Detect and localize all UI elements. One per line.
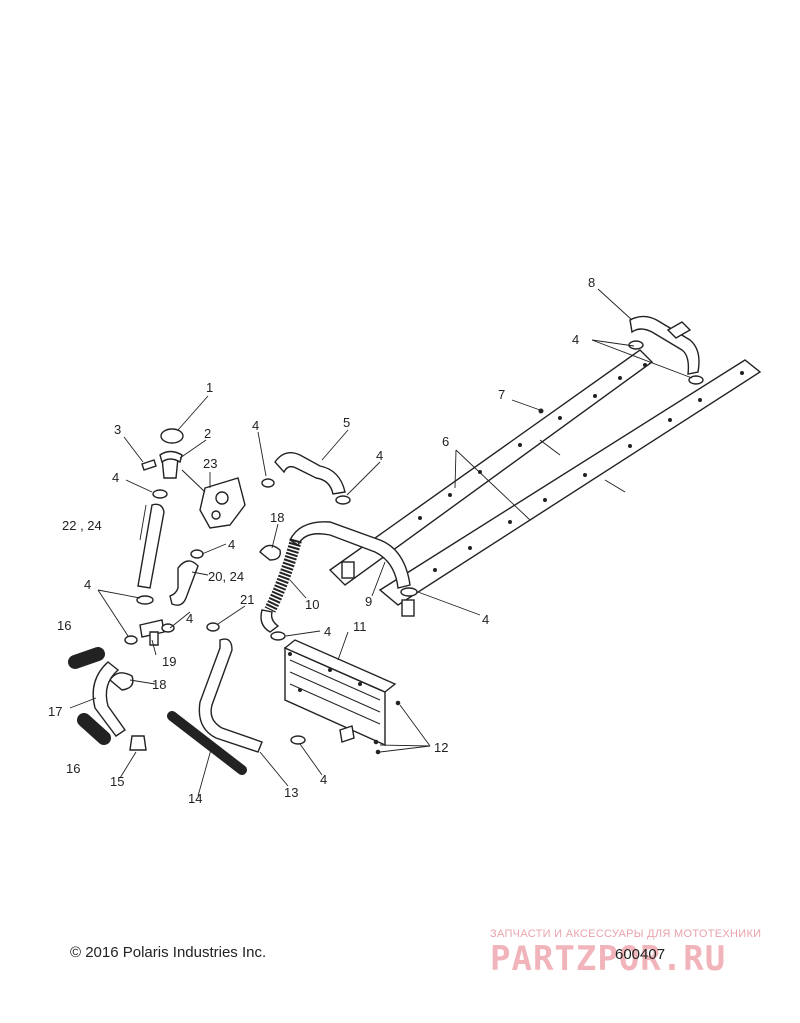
callout-4c: 4	[376, 448, 383, 463]
callout-23: 23	[203, 456, 217, 471]
callout-1: 1	[206, 380, 213, 395]
callout-4i: 4	[186, 611, 193, 626]
hose-8	[628, 315, 704, 385]
callout-13: 13	[284, 785, 298, 800]
callout-8: 8	[588, 275, 595, 290]
callout-15: 15	[110, 774, 124, 789]
watermark-logo-text: PARTZPOR.RU	[490, 940, 726, 976]
hose-17	[92, 661, 126, 737]
leader-lines	[69, 288, 693, 797]
watermark-logo: PARTZPOR.RU	[490, 940, 726, 976]
callout-4h: 4	[84, 577, 91, 592]
callout-labels: 1 2 3 4 23 4 5 4 8 4 7 6 4 9 10 18 4 20,…	[48, 275, 595, 806]
callout-4g: 4	[324, 624, 331, 639]
callout-14: 14	[188, 791, 202, 806]
callout-16b: 16	[66, 761, 80, 776]
copyright-notice: © 2016 Polaris Industries Inc.	[70, 944, 267, 961]
diagram-id: 600407	[615, 946, 666, 963]
callout-18b: 18	[152, 677, 166, 692]
callout-11: 11	[353, 619, 367, 634]
watermark-caption: ЗАПЧАСТИ И АКСЕССУАРЫ ДЛЯ МОТОТЕХНИКИ	[490, 928, 762, 940]
sleeve-14	[167, 711, 247, 775]
callout-9: 9	[365, 594, 372, 609]
callout-19: 19	[162, 654, 176, 669]
callout-4f: 4	[228, 537, 235, 552]
hose-5	[261, 452, 351, 505]
callout-20-24: 20, 24	[208, 569, 244, 584]
callout-12: 12	[434, 740, 448, 755]
callout-10: 10	[305, 597, 319, 612]
callout-6: 6	[442, 434, 449, 449]
callout-4b: 4	[252, 418, 259, 433]
callout-4d: 4	[572, 332, 579, 347]
tee-19	[124, 619, 175, 646]
callout-17: 17	[48, 704, 62, 719]
hose-9	[289, 521, 418, 597]
filler-assembly	[141, 428, 184, 499]
fasteners-12	[373, 700, 401, 755]
callout-21: 21	[240, 592, 254, 607]
callout-18a: 18	[270, 510, 284, 525]
callout-2: 2	[204, 426, 211, 441]
hose-16-top	[68, 647, 105, 669]
fitting-15	[129, 735, 147, 751]
callout-5: 5	[343, 415, 350, 430]
hose-20-24	[169, 549, 204, 606]
callout-16a: 16	[57, 618, 71, 633]
callout-4e: 4	[482, 612, 489, 627]
hose-10	[260, 538, 302, 633]
hose-13	[198, 622, 263, 753]
callout-7: 7	[498, 387, 505, 402]
hose-22-24	[136, 503, 165, 605]
callout-22-24: 22 , 24	[62, 518, 102, 533]
callout-4j: 4	[320, 772, 327, 787]
coolant-tube-pair	[328, 349, 762, 617]
hose-16-bottom	[77, 713, 111, 745]
heat-exchanger-11	[270, 631, 397, 747]
o-ring-18b	[109, 672, 134, 691]
callout-4a: 4	[112, 470, 119, 485]
callout-3: 3	[114, 422, 121, 437]
o-ring-18a	[259, 544, 281, 561]
thermostat-housing-23	[181, 469, 246, 529]
